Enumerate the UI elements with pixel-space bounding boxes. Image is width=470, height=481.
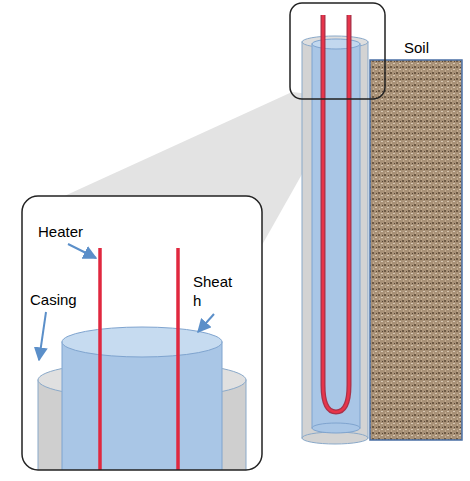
heater-outline bbox=[323, 15, 349, 412]
sheath-top bbox=[312, 39, 360, 49]
inset-sheath bbox=[62, 342, 222, 470]
inset-heater-left bbox=[98, 248, 102, 470]
heater-wire bbox=[323, 15, 349, 412]
zoom-frame bbox=[290, 3, 385, 99]
soil-block bbox=[370, 60, 462, 440]
casing-leader bbox=[39, 312, 46, 360]
sheath-label: Sheat h bbox=[193, 272, 235, 310]
inset-frame bbox=[22, 196, 262, 470]
casing-label: Casing bbox=[30, 290, 77, 309]
sheath-bottom bbox=[312, 423, 360, 433]
heater-label: Heater bbox=[38, 222, 83, 241]
sheath-tube bbox=[312, 44, 360, 428]
sheath-leader bbox=[198, 314, 214, 332]
casing-tube bbox=[302, 42, 368, 438]
heater-leader bbox=[68, 244, 96, 258]
soil-label: Soil bbox=[404, 38, 429, 57]
inset-heater-right bbox=[176, 248, 180, 470]
casing-bottom bbox=[302, 432, 368, 444]
